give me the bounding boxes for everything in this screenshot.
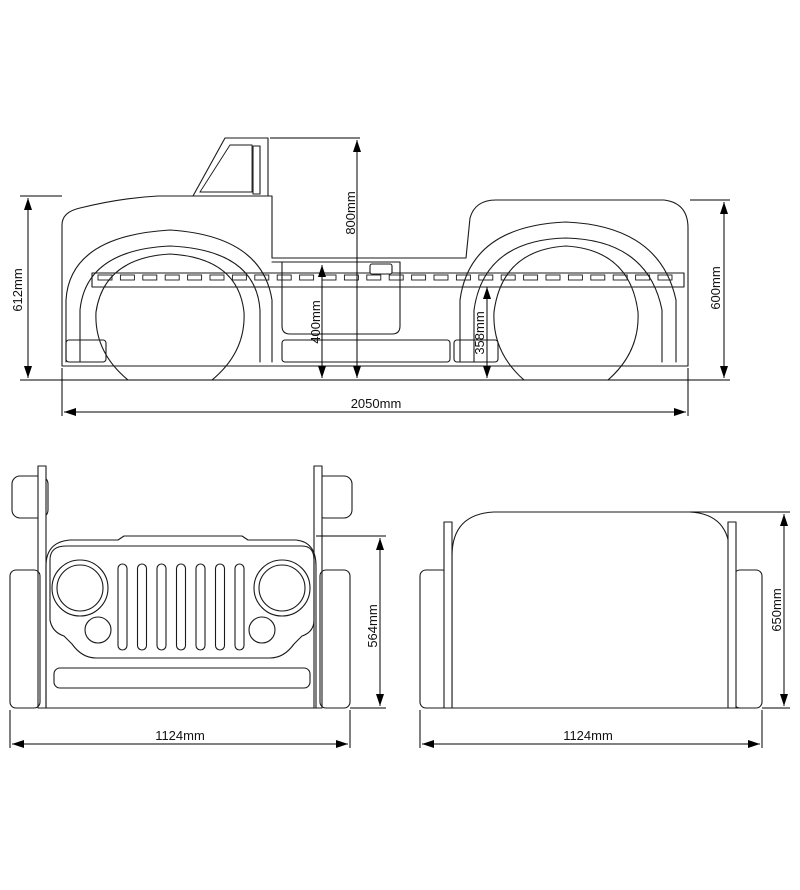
left-headlight-outer (51, 559, 109, 617)
left-headlight-inner (56, 564, 104, 612)
dim-650-label: 650mm (769, 588, 784, 631)
rear-fender-inner (473, 237, 663, 363)
grille-slot (234, 563, 245, 651)
front-fender-outer (65, 229, 273, 363)
front-dimensions: 564mm 1124mm (9, 535, 386, 748)
front-wheel (95, 253, 245, 381)
slat (97, 274, 113, 281)
slat (545, 274, 561, 281)
grille-slot (136, 563, 148, 651)
rear-dimensions: 650mm 1124mm (419, 511, 790, 748)
left-fog-light (84, 616, 112, 644)
running-board (281, 339, 451, 363)
slat (635, 274, 651, 281)
grille-slot (117, 563, 128, 651)
dim-600-label: 600mm (708, 266, 723, 309)
side-dimensions: 612mm 600mm 800mm 400mm 358mm 2050mm (10, 137, 730, 416)
dim-rear-1124-label: 1124mm (563, 728, 613, 743)
right-mirror-post (313, 465, 323, 709)
slat (276, 274, 292, 281)
slat (254, 274, 270, 281)
rear-wheel (493, 245, 639, 381)
left-mirror-post (37, 465, 47, 709)
slat (231, 274, 247, 281)
windshield-inner (199, 144, 253, 193)
slats (97, 274, 673, 281)
grille-slot (156, 563, 167, 651)
rear-right-tire (733, 569, 763, 709)
rear-right-post (727, 521, 737, 709)
dim-400-label: 400mm (308, 300, 323, 343)
front-bumper (53, 667, 311, 689)
front-right-tire (319, 569, 351, 709)
front-panel-outline (45, 535, 317, 709)
side-body-outline (61, 195, 689, 367)
front-view (9, 465, 353, 709)
front-step (65, 339, 107, 363)
windshield-post (252, 145, 261, 195)
right-headlight-inner (258, 564, 306, 612)
side-door-panel (271, 261, 401, 335)
slat (567, 274, 583, 281)
dim-800-label: 800mm (343, 191, 358, 234)
slat (366, 274, 382, 281)
rear-panel-outline (451, 511, 731, 709)
slat-connector (369, 263, 393, 275)
right-fog-light (248, 616, 276, 644)
slat (119, 274, 135, 281)
slat (612, 274, 628, 281)
dim-358-label: 358mm (472, 311, 487, 354)
dim-612-label: 612mm (10, 268, 25, 311)
grille-slot (175, 563, 187, 651)
dim-564-label: 564mm (365, 604, 380, 647)
right-headlight-outer (253, 559, 311, 617)
grille-slot (195, 563, 206, 651)
rear-left-post (443, 521, 453, 709)
slat (343, 274, 359, 281)
slat (187, 274, 203, 281)
grille-slot (214, 563, 226, 651)
windshield-frame (192, 137, 269, 197)
left-mirror (11, 475, 49, 519)
slat (388, 274, 404, 281)
slat (500, 274, 516, 281)
dim-2050-label: 2050mm (351, 396, 402, 411)
slat (455, 274, 471, 281)
front-left-tire (9, 569, 41, 709)
slat (164, 274, 180, 281)
rear-view (419, 511, 763, 709)
slat (657, 274, 673, 281)
slat (433, 274, 449, 281)
rear-fender-outer (459, 221, 677, 363)
slat (299, 274, 315, 281)
slat (523, 274, 539, 281)
slat (142, 274, 158, 281)
slat (590, 274, 606, 281)
grille-slots (117, 563, 245, 651)
rear-step (453, 339, 499, 363)
slat (478, 274, 494, 281)
slat (411, 274, 427, 281)
front-fender-inner (79, 245, 261, 363)
grille-surround (49, 545, 315, 659)
slat (209, 274, 225, 281)
dim-front-1124-label: 1124mm (155, 728, 205, 743)
side-view (61, 137, 689, 381)
